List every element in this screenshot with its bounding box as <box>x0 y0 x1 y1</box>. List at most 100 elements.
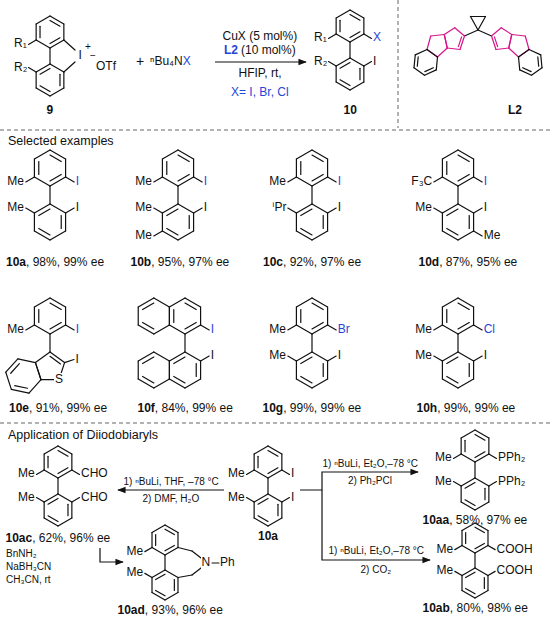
bond-line <box>50 322 61 328</box>
atom-label: Br <box>338 323 350 337</box>
bond-line <box>34 159 35 177</box>
bond-line <box>296 177 312 186</box>
bond-line <box>254 494 268 502</box>
bond-line <box>178 575 192 578</box>
atom-label: Cl <box>484 323 495 337</box>
bond-line <box>65 213 66 231</box>
bond-line <box>50 356 60 364</box>
bond-line <box>36 64 50 72</box>
atom-label: I <box>204 201 207 215</box>
bond-line <box>50 155 61 161</box>
caption-line: 10d, 87%, 95% ee <box>419 256 518 270</box>
bond-line <box>312 177 328 186</box>
bond-line <box>174 357 185 363</box>
bond-line <box>34 307 35 325</box>
bond-line <box>254 518 268 526</box>
bond-line <box>201 356 210 361</box>
bond-line <box>414 68 424 75</box>
atom-label: I <box>211 323 214 337</box>
bond-line <box>282 470 290 474</box>
reaction-arrow <box>322 490 430 560</box>
bond-line <box>427 36 431 50</box>
atom-label: I <box>291 467 294 481</box>
bond-line <box>50 20 60 26</box>
bond-line <box>154 325 170 334</box>
bond-line <box>162 177 178 186</box>
bond-line <box>462 591 475 599</box>
bond-line <box>484 488 485 500</box>
bond-line <box>458 174 469 180</box>
bond-line <box>519 50 530 58</box>
bond-line <box>350 58 364 66</box>
bond-line <box>200 307 201 325</box>
bond-line <box>488 486 489 502</box>
bond-line <box>415 50 427 55</box>
bond-line <box>49 48 50 64</box>
bond-line <box>434 177 443 182</box>
bond-line <box>323 364 324 377</box>
atom-label: Me <box>436 543 453 557</box>
bond-line <box>58 468 68 474</box>
bond-line <box>488 571 495 575</box>
bond-line <box>48 498 58 504</box>
bond-line <box>66 208 75 213</box>
bond-line <box>36 16 50 24</box>
bond-line <box>327 361 328 379</box>
bond-line <box>312 325 328 334</box>
atom-label: Me <box>436 564 453 578</box>
atom-label: CHO <box>81 491 108 505</box>
bond-line <box>164 555 165 570</box>
bond-line <box>138 307 139 325</box>
bond-line <box>454 454 462 458</box>
bond-line <box>312 174 323 180</box>
bond-line <box>66 177 75 182</box>
bond-line <box>458 37 461 47</box>
atom-label: R₂ <box>314 55 327 69</box>
bond-line <box>11 364 20 374</box>
bond-line <box>178 155 189 161</box>
atom-label: R₂ <box>14 61 27 75</box>
bond-line <box>296 213 297 231</box>
atom-label: Ph <box>220 556 235 570</box>
bond-line <box>296 298 312 307</box>
bond-line <box>35 352 50 363</box>
bond-line <box>177 578 178 593</box>
bond-line <box>36 88 50 96</box>
bond-line <box>523 68 531 72</box>
atom-label: Me <box>18 467 35 481</box>
bond-line <box>458 231 474 240</box>
bond-line <box>537 57 539 66</box>
divider-line <box>0 423 550 424</box>
bond-line <box>194 177 203 182</box>
bond-line <box>442 307 443 325</box>
bond-line <box>169 298 185 307</box>
bond-line <box>464 440 465 452</box>
bond-line <box>194 208 203 213</box>
bond-line <box>454 482 462 486</box>
bond-line <box>461 454 475 462</box>
reagent-text: BnNH₂ <box>6 548 37 560</box>
atom-label: I <box>338 201 341 215</box>
bond-line <box>44 502 45 518</box>
bond-line <box>364 34 372 38</box>
bond-line <box>529 50 541 55</box>
atom-label: Me <box>228 491 245 505</box>
bond-line <box>501 28 512 35</box>
bond-line <box>487 531 488 546</box>
bond-line <box>18 359 36 363</box>
bond-line <box>492 28 502 36</box>
atom-label: Me <box>435 451 452 465</box>
bond-line <box>509 35 512 49</box>
bond-line <box>312 298 328 307</box>
atom-label: Me <box>269 175 286 189</box>
bond-line <box>138 325 154 334</box>
bond-line <box>254 454 255 470</box>
bond-line <box>340 62 350 68</box>
bond-line <box>447 228 458 234</box>
compound-number: 10ad <box>118 603 145 617</box>
bond-line <box>462 546 475 554</box>
bond-line <box>427 50 438 58</box>
bond-line <box>336 58 350 66</box>
atom-label: I <box>211 349 214 363</box>
